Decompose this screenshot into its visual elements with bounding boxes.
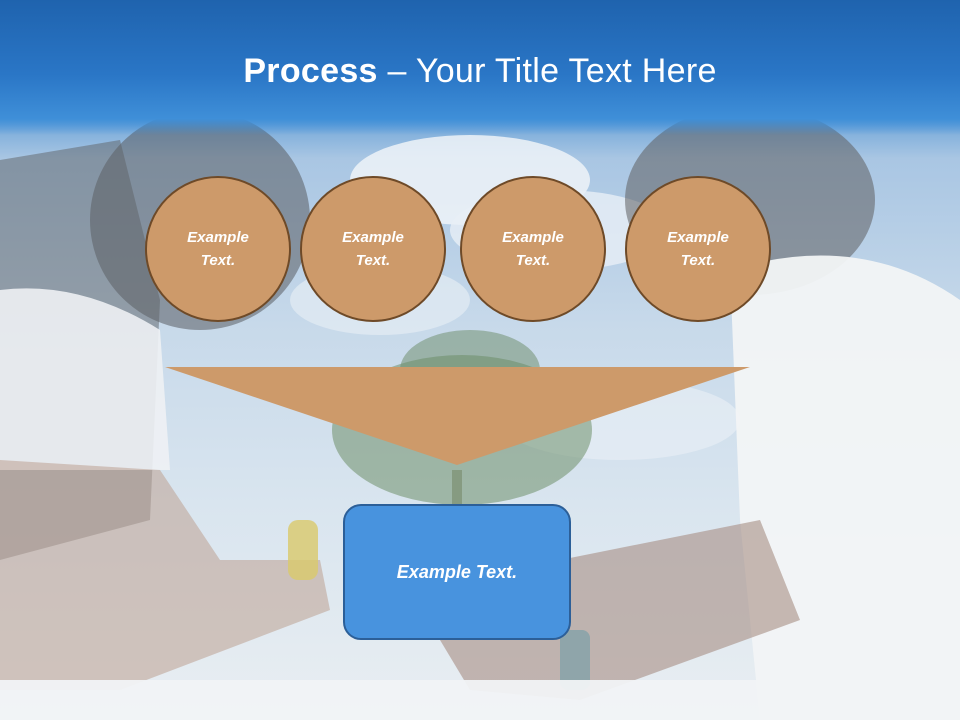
step-text-line1: Example (667, 229, 729, 246)
result-text: Example Text. (396, 561, 518, 582)
step-text-line2: Text. (680, 252, 716, 269)
step-text-line1: Example (187, 229, 249, 246)
result-box[interactable]: Example Text. (343, 504, 571, 640)
step-text-line2: Text. (200, 252, 236, 269)
slide-title: Process – Your Title Text Here (0, 52, 960, 91)
title-bar (0, 0, 960, 135)
funnel-arrow (165, 367, 750, 465)
step-text-line1: Example (342, 229, 404, 246)
step-text-line2: Text. (515, 252, 551, 269)
title-rest: – Your Title Text Here (377, 52, 717, 90)
step-text-line2: Text. (355, 252, 391, 269)
step-text-line1: Example (502, 229, 564, 246)
title-bold: Process (243, 52, 378, 90)
